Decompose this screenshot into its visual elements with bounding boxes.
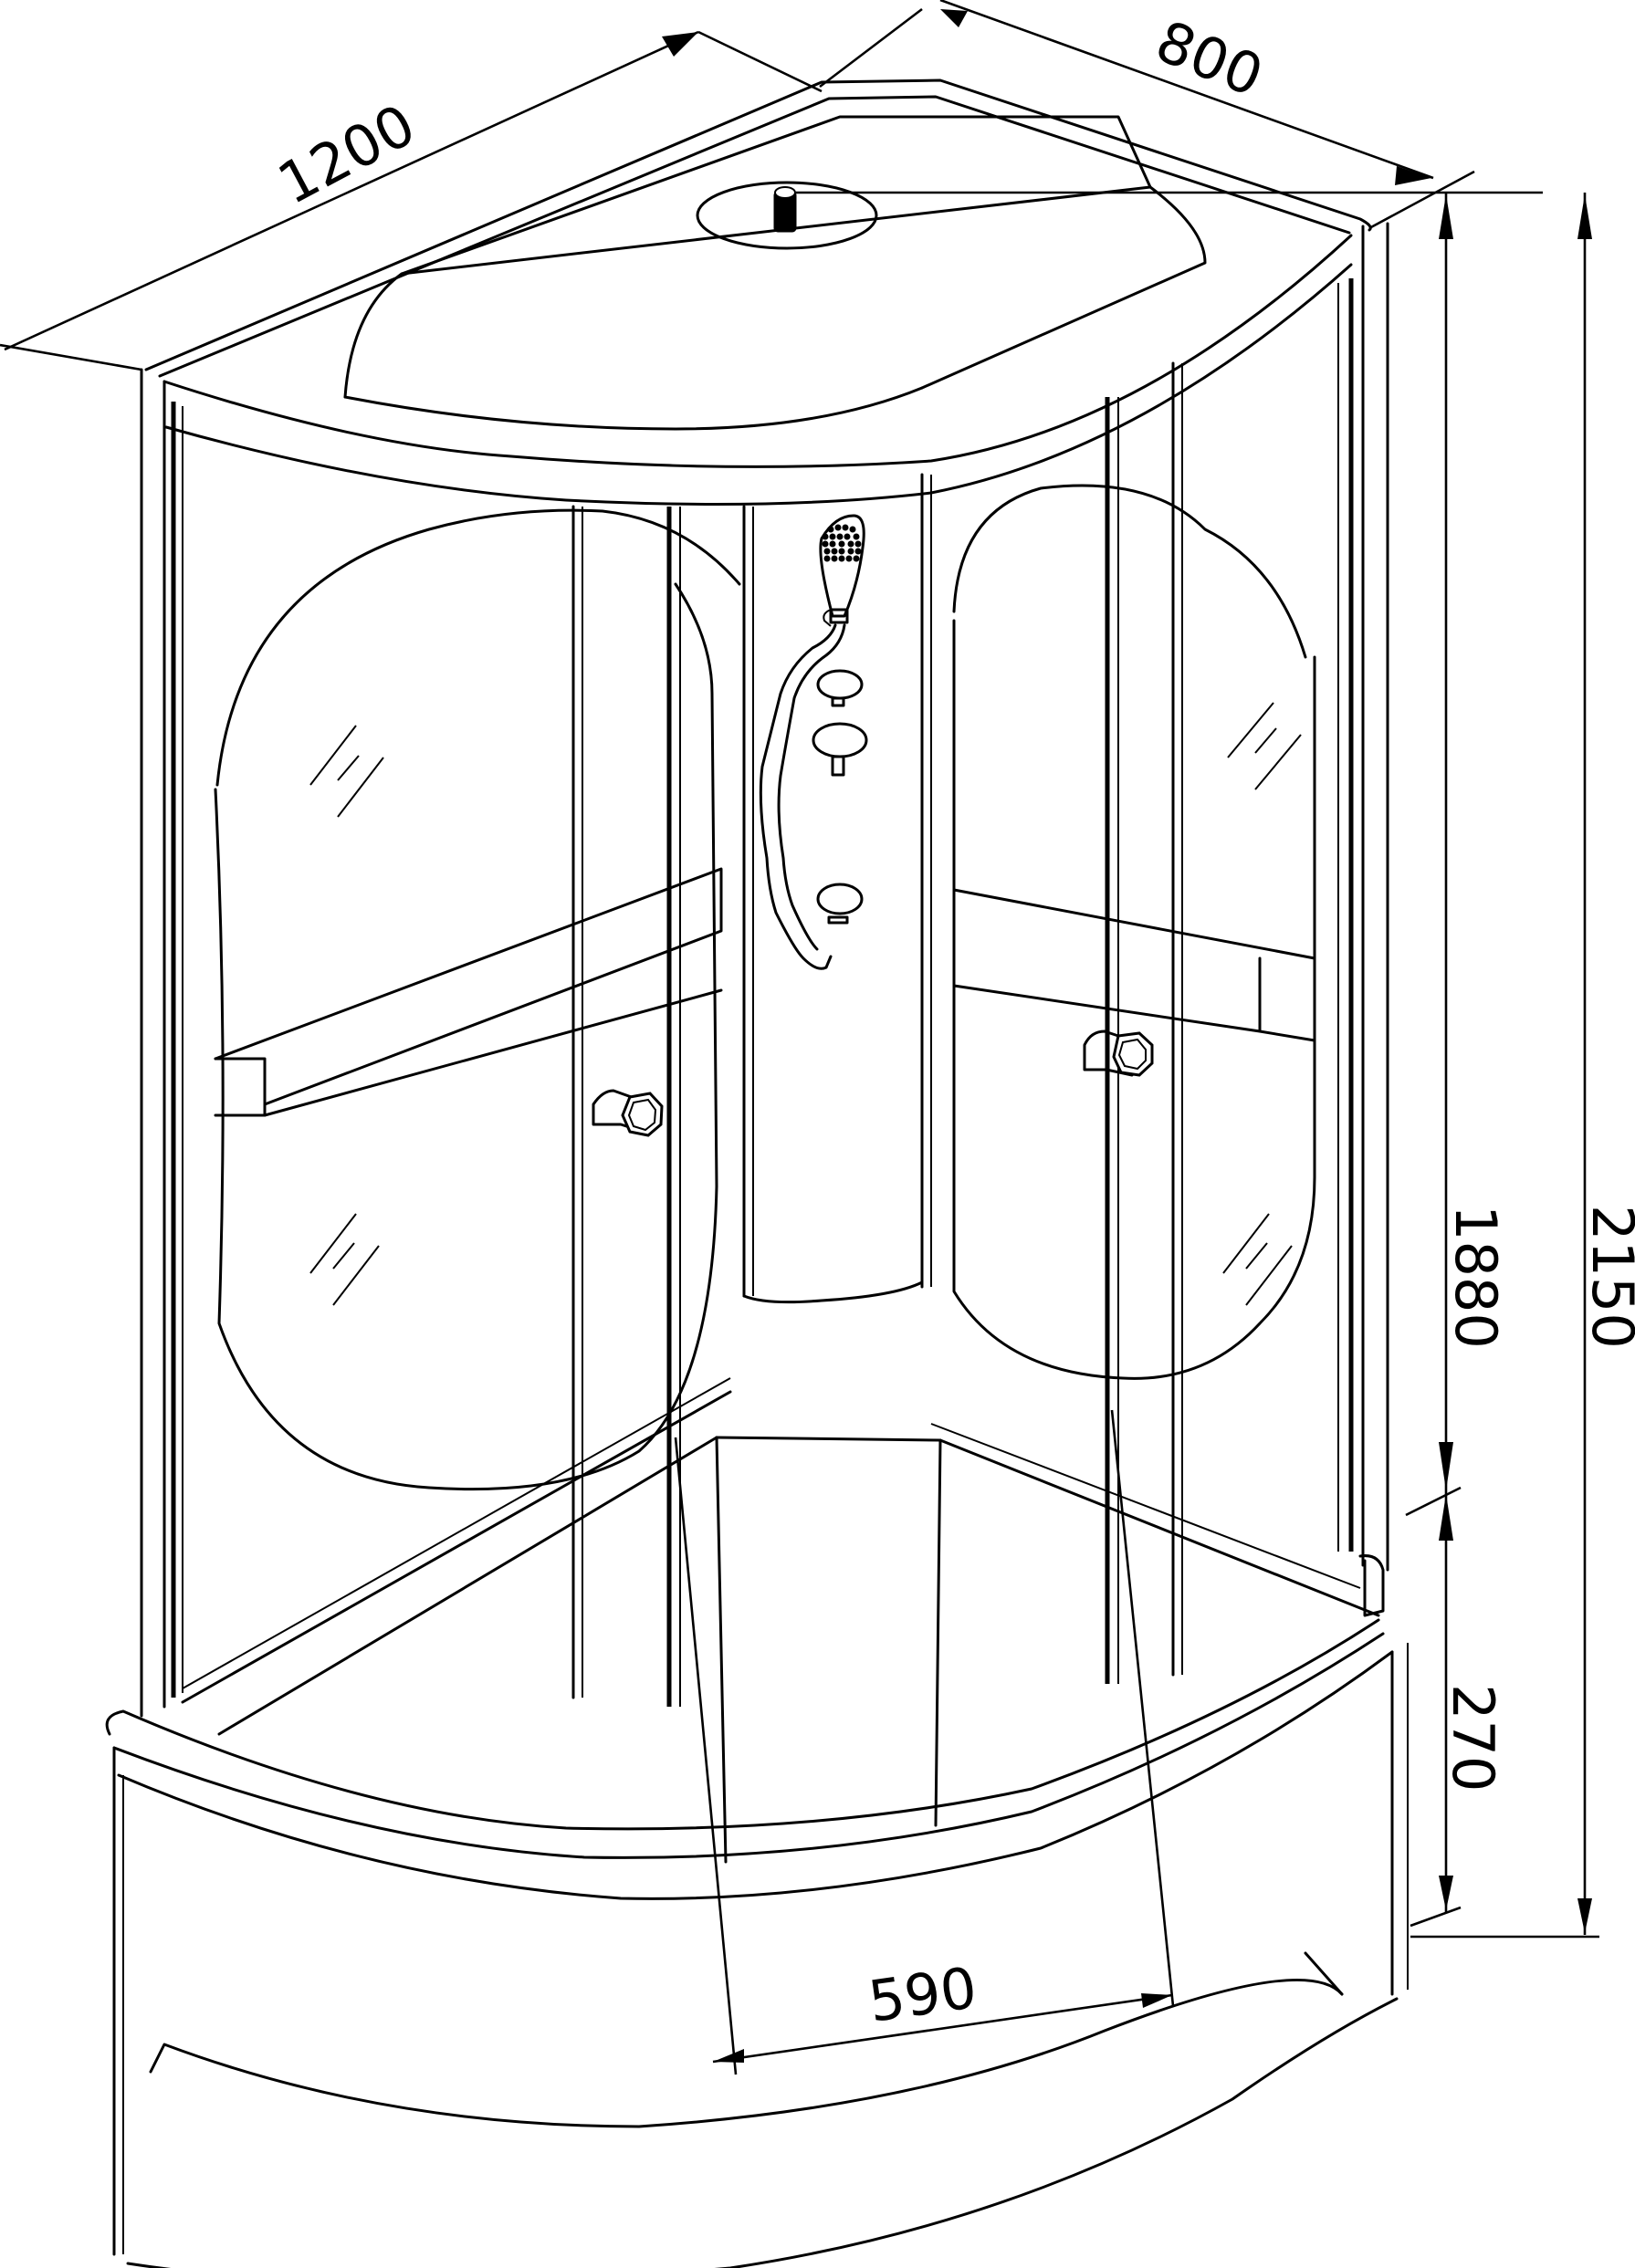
dimension-label-590: 590: [865, 1954, 980, 2035]
dimension-label-800: 800: [1147, 7, 1272, 110]
top-canopy: [144, 78, 1372, 506]
shower-tray-skirt: [105, 1618, 1409, 2268]
control-knob-icon: [816, 669, 864, 707]
control-knob-icon: [812, 722, 868, 777]
dimension-label-1200: 1200: [267, 91, 426, 218]
left-door-handle-icon: [592, 1089, 664, 1137]
glass-reflection-icon: [1222, 702, 1302, 1306]
right-glass-panel: [952, 361, 1316, 1684]
dimension-label-1880: 1880: [1442, 1205, 1509, 1349]
left-glass-panel: [214, 505, 741, 1707]
dimension-width: 1200: [0, 30, 823, 371]
tray-interior: [181, 1377, 1380, 1864]
dimension-depth: 800: [819, 0, 1475, 230]
control-knob-icon: [816, 883, 864, 925]
dimension-cabin-height: 1880: [1405, 193, 1509, 1912]
hand-shower-icon: [819, 514, 865, 627]
dimension-entrance-width: 590: [674, 1409, 1175, 2075]
dimension-label-2150: 2150: [1579, 1205, 1635, 1349]
frame: [140, 222, 1389, 1718]
overhead-shower: [696, 181, 878, 250]
dimension-tray-height: 270: [1410, 1494, 1506, 1928]
dimension-label-270: 270: [1440, 1684, 1506, 1792]
glass-reflection-icon: [309, 725, 384, 1306]
right-door-handle-icon: [1083, 1029, 1154, 1077]
dimension-total-height: 2150: [1410, 193, 1635, 1939]
control-column: [742, 473, 932, 1304]
